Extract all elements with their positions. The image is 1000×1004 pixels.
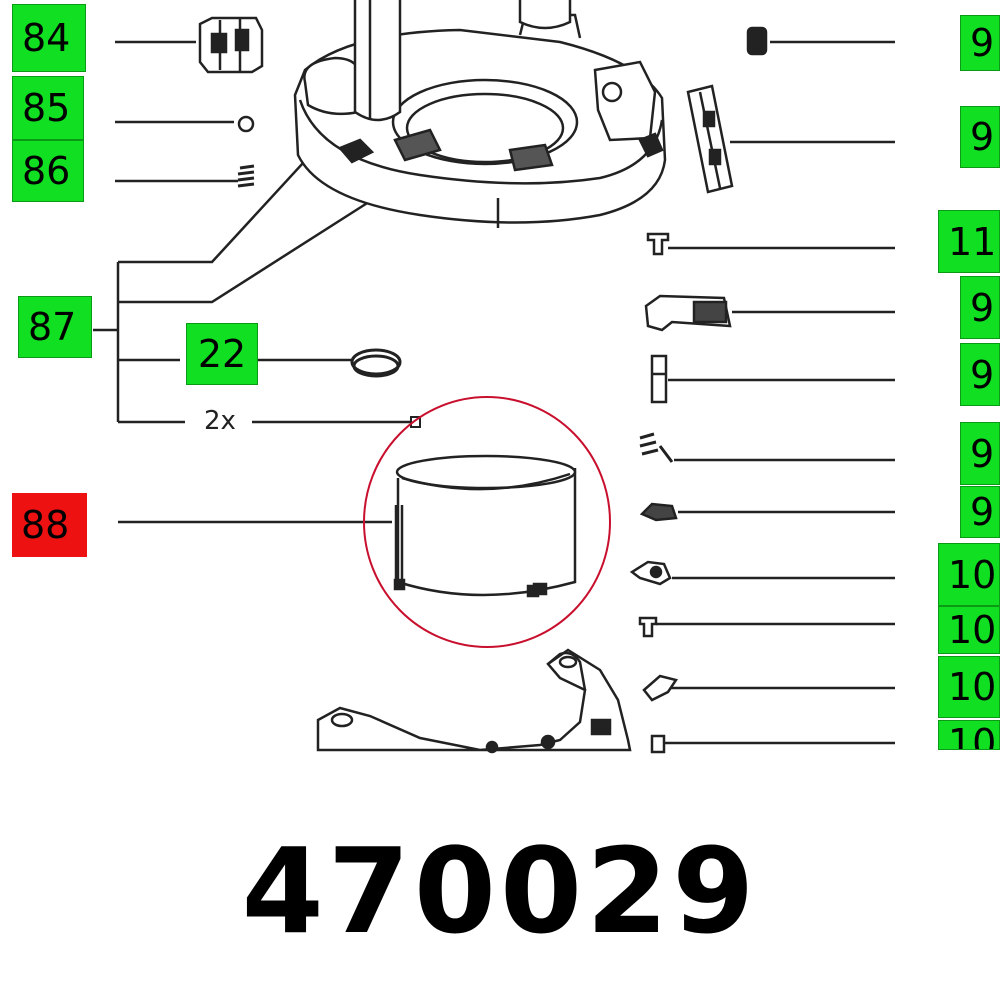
callout-right-3: 11	[938, 210, 1000, 273]
clip-part	[639, 502, 678, 522]
cap-part	[198, 16, 264, 74]
router-base-plate	[293, 13, 667, 228]
callout-right-6: 9	[960, 422, 1000, 485]
callout-87: 87	[18, 296, 92, 358]
callout-88: 88	[12, 493, 87, 557]
callout-22: 22	[186, 323, 258, 385]
bottom-bracket-part	[316, 648, 632, 754]
callout-right-2: 9	[960, 106, 1000, 168]
callout-right-11: 10	[938, 720, 1000, 750]
leader-lines	[93, 40, 895, 745]
chip-guard-sleeve-part	[393, 454, 577, 598]
callout-right-1: 9	[960, 15, 1000, 71]
callout-84: 84	[12, 4, 86, 72]
right-column-parts	[629, 26, 768, 754]
article-number: 470029	[241, 822, 759, 960]
small-screw-part	[410, 416, 421, 428]
circlip-part	[350, 348, 402, 378]
callout-right-10: 10	[938, 656, 1000, 718]
wing-part	[642, 674, 679, 702]
quantity-note-2x: 2x	[204, 406, 236, 436]
screw-part-1	[646, 232, 670, 256]
callout-right-5: 9	[960, 343, 1000, 406]
small-spring-part	[237, 164, 255, 188]
screw-part-3	[650, 734, 666, 754]
callout-right-4: 9	[960, 276, 1000, 339]
callout-right-9: 10	[938, 606, 1000, 654]
torsion-spring-part	[639, 432, 674, 463]
focus-circle	[363, 396, 611, 648]
callout-right-8: 10	[938, 543, 1000, 606]
small-ring-part	[237, 115, 255, 133]
leader-87-bracket	[93, 87, 373, 424]
screw-part-2	[638, 616, 658, 638]
guide-column	[353, 0, 572, 122]
pin-part	[650, 354, 668, 404]
grommet-part	[746, 26, 768, 56]
callout-85: 85	[12, 76, 84, 140]
callout-86: 86	[12, 140, 84, 202]
callout-right-7: 9	[960, 486, 1000, 538]
